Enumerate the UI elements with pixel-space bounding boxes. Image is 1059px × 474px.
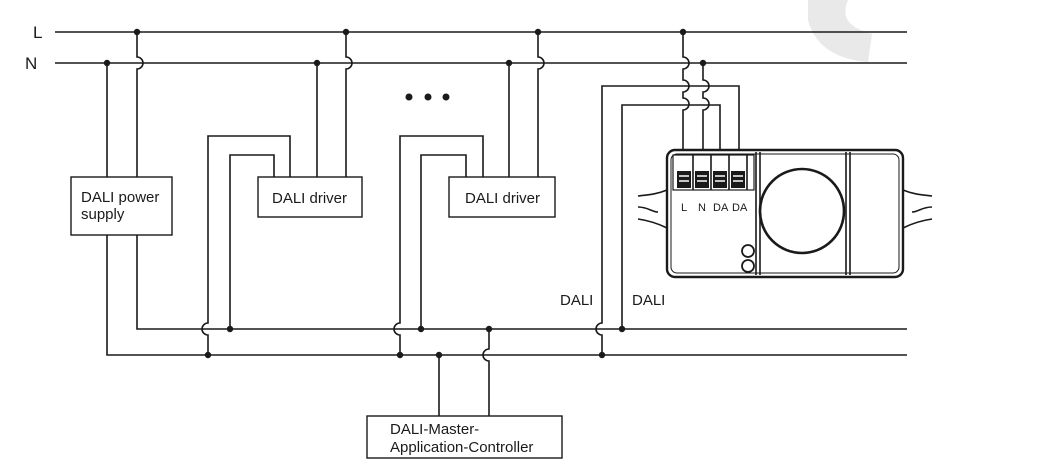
sensor-lens-frame <box>755 152 851 275</box>
junction-dot <box>534 28 542 36</box>
controller-label-2: Application-Controller <box>390 439 533 456</box>
junction-dot <box>226 325 234 333</box>
sensor-knob-1 <box>741 244 755 258</box>
junctions <box>103 28 707 359</box>
driver-1-da-wire-inner <box>229 154 275 329</box>
driver-2-l-wire <box>537 32 545 177</box>
sensor-knob-2 <box>741 259 755 273</box>
terminal-label-n: N <box>698 202 706 214</box>
junction-dot <box>435 351 443 359</box>
driver-1-l-wire <box>345 32 353 177</box>
controller-wire-2 <box>482 329 490 416</box>
driver-2-da-wire-outer <box>393 135 484 355</box>
sensor-right-tab <box>902 189 933 229</box>
driver-1-box <box>257 176 363 218</box>
terminal-label-l: L <box>681 202 687 214</box>
driver-1-label: DALI driver <box>272 190 347 207</box>
junction-dot <box>133 28 141 36</box>
driver-1-da-wire-outer <box>201 135 291 355</box>
presence-sensor: L N DA DA <box>637 148 933 279</box>
junction-dot <box>699 59 707 67</box>
driver-2-box <box>448 176 556 218</box>
junction-dot <box>313 59 321 67</box>
controller-box <box>366 415 563 459</box>
junction-dot <box>618 325 626 333</box>
sensor-housing-inner <box>670 153 900 274</box>
junction-dot <box>396 351 404 359</box>
junction-dot <box>485 325 493 333</box>
dali-bus-label-2: DALI <box>632 292 665 309</box>
junction-dot <box>103 59 111 67</box>
junction-dot <box>204 351 212 359</box>
junction-dot <box>417 325 425 333</box>
terminal-label-da-2: DA <box>732 202 748 214</box>
junction-dot <box>598 351 606 359</box>
sensor-da-wire-2 <box>621 104 721 329</box>
sensor-l-wire <box>682 32 690 152</box>
driver-2-label: DALI driver <box>465 190 540 207</box>
ellipsis-dot <box>442 93 450 101</box>
ellipsis-dot <box>424 93 432 101</box>
dali-bus-2-wire <box>106 63 907 356</box>
power-supply-label-1: DALI power <box>81 189 159 206</box>
terminal-label-da-1: DA <box>713 202 729 214</box>
dali-bus-1-wire <box>136 32 907 330</box>
rail-label-l: L <box>33 23 42 42</box>
sensor-left-tab <box>637 189 668 229</box>
junction-dot <box>342 28 350 36</box>
sensor-n-wire <box>702 63 710 152</box>
controller-label-1: DALI-Master- <box>390 421 479 438</box>
dali-bus-label-1: DALI <box>560 292 593 309</box>
watermark-shape <box>808 0 872 62</box>
junction-dot <box>505 59 513 67</box>
sensor-da-wire-1 <box>595 85 740 355</box>
junction-dot <box>679 28 687 36</box>
sensor-lens <box>758 167 846 255</box>
terminal-screws <box>677 155 748 190</box>
driver-2-da-wire-inner <box>420 154 467 329</box>
ellipsis-dot <box>405 93 413 101</box>
power-supply-box <box>70 176 173 236</box>
rail-label-n: N <box>25 54 37 73</box>
power-supply-label-2: supply <box>81 206 125 223</box>
